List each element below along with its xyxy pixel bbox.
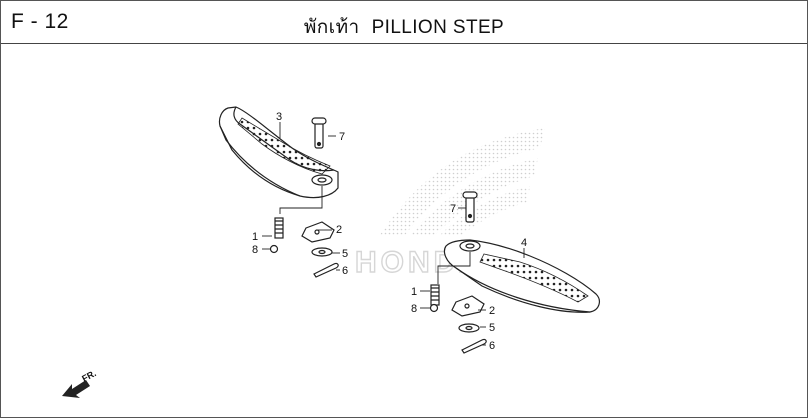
callout-6-left: 6 [342,265,348,277]
page-title: พักเท้า PILLION STEP [1,12,807,42]
front-arrow-icon [62,380,90,398]
page-code: F - 12 [11,10,69,33]
callout-7-right: 7 [450,203,456,215]
honda-wing-watermark: HONDA [354,128,545,280]
callout-8-left: 8 [252,244,258,256]
title-english: PILLION STEP [371,17,505,38]
callout-5-right: 5 [489,322,495,334]
callout-7-left: 7 [339,131,345,143]
callout-1-right: 1 [411,286,417,298]
right-pillion-step [429,191,600,354]
callout-2-left: 2 [336,224,342,236]
left-pillion-step [218,106,339,278]
callout-6-right: 6 [489,340,495,352]
left-leader-lines [262,122,340,271]
callout-8-right: 8 [411,303,417,315]
callout-5-left: 5 [342,248,348,260]
right-leader-lines [420,207,525,346]
front-direction-label: FR. [80,368,97,384]
front-direction-indicator: FR. [62,368,98,398]
callout-1-left: 1 [252,231,258,243]
callout-3: 3 [276,111,282,123]
title-thai: พักเท้า [303,17,360,38]
callout-2-right: 2 [489,305,495,317]
callout-4: 4 [521,237,527,249]
header-bar: F - 12 พักเท้า PILLION STEP [1,1,807,44]
